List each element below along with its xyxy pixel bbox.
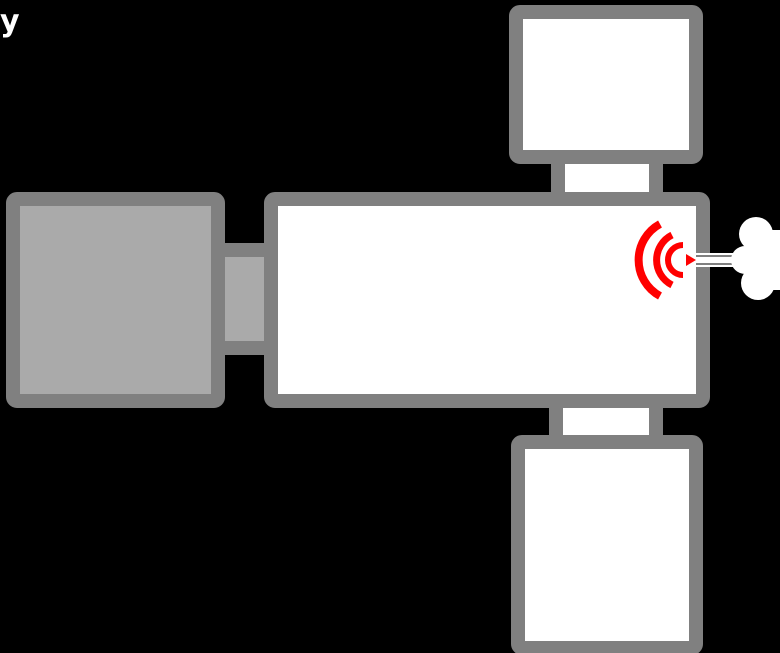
corner-label: y xyxy=(0,4,20,39)
top-room xyxy=(509,5,703,164)
left-connector xyxy=(211,243,279,355)
bottom-room xyxy=(511,435,703,653)
cloud-icon xyxy=(731,217,780,300)
wifi-signal-icon xyxy=(634,220,696,300)
left-room xyxy=(6,192,225,408)
main-room xyxy=(264,192,710,408)
